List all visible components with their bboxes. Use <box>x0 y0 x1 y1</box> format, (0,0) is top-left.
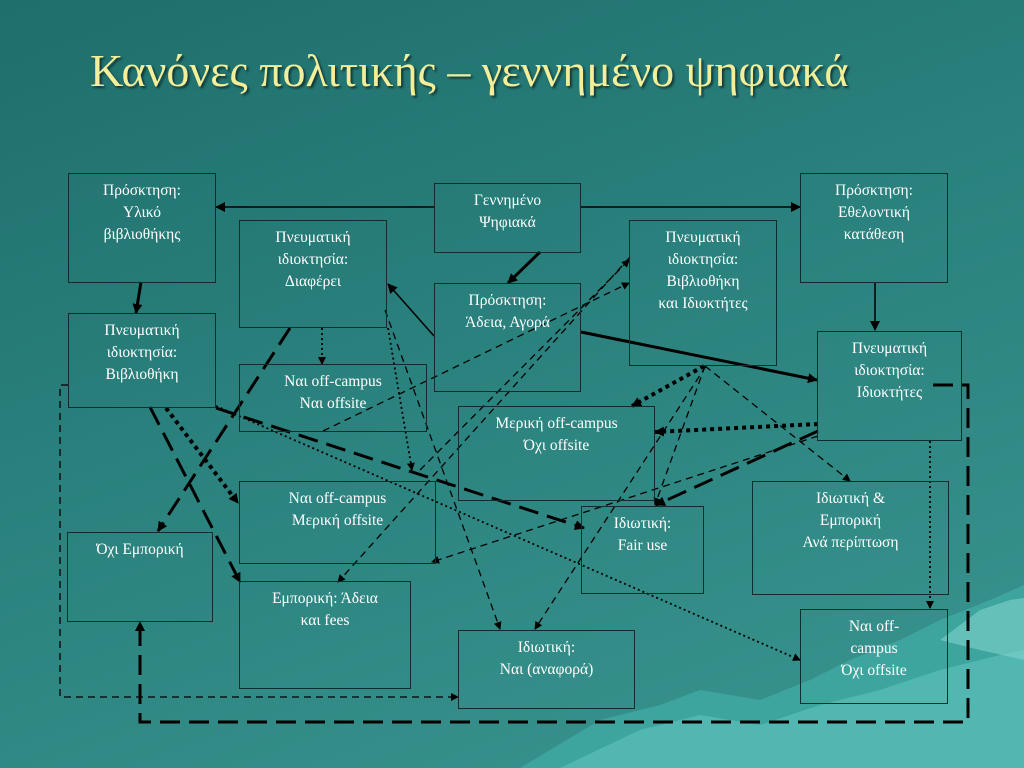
arrow-acq-library-to-ip-library <box>132 281 143 314</box>
arrow-ip-owners-to-private-fair <box>655 429 819 507</box>
node-ip-differs-text: Πνευματική ιδιοκτησία: Διαφέρει <box>275 229 351 290</box>
arrow-ip-library-to-yes-partial <box>164 406 240 505</box>
node-ip-library-owners-text: Πνευματική ιδιοκτησία: Βιβλιοθήκη και Ιδ… <box>658 229 748 312</box>
slide-title: Κανόνες πολιτικής – γεννημένο ψηφιακά <box>90 45 849 96</box>
node-partial-no-text: Μερική off-campus Όχι offsite <box>495 415 618 454</box>
node-born-digital: Γεννημένο Ψηφιακά <box>434 183 581 253</box>
node-partial-no: Μερική off-campus Όχι offsite <box>458 406 655 501</box>
arrow-acq-license-to-ip-owners <box>580 330 818 384</box>
node-yes-partial-text: Ναι off-campus Μερική offsite <box>288 490 387 529</box>
node-private-yes-text: Ιδιωτική: Ναι (αναφορά) <box>499 639 594 678</box>
heavy-dashed-arrows <box>135 327 970 724</box>
fine-dotted-arrows <box>215 327 934 661</box>
node-private-yes: Ιδιωτική: Ναι (αναφορά) <box>458 630 635 709</box>
arrow-yes-yes-to-ip-lib-owners <box>322 282 630 432</box>
thin-dashed-arrows <box>59 256 851 701</box>
node-acq-library: Πρόσκτηση: Υλικό βιβλιοθήκης <box>68 173 216 283</box>
node-ip-library: Πνευματική ιδιοκτησία: Βιβλιοθήκη <box>68 313 216 408</box>
node-private-fair-text: Ιδιωτική: Fair use <box>613 515 672 554</box>
arrow-ip-lib-owners-to-private-commercial <box>704 365 851 482</box>
node-non-commercial: Όχι Εμπορική <box>67 532 213 622</box>
node-yes-yes-text: Ναι off-campus Ναι offsite <box>284 373 382 412</box>
arrow-return-loop <box>135 383 970 724</box>
arrow-ip-lib-owners-to-commercial <box>337 256 631 583</box>
node-non-commercial-text: Όχι Εμπορική <box>96 541 184 558</box>
node-acq-library-text: Πρόσκτηση: Υλικό βιβλιοθήκης <box>103 182 181 243</box>
node-commercial-fees: Εμπορική: Άδεια και fees <box>239 581 411 689</box>
node-private-commercial-text: Ιδιωτική & Εμπορική Ανά περίπτωση <box>802 490 899 551</box>
node-yes-no: Ναι off- campus Όχι offsite <box>800 609 948 704</box>
arrow-ip-library-to-private-fair <box>215 406 585 530</box>
node-acq-license: Πρόσκτηση: Άδεια, Αγορά <box>434 283 581 392</box>
node-born-digital-text: Γεννημένο Ψηφιακά <box>473 192 542 231</box>
arrow-ip-library-to-commercial <box>148 406 242 583</box>
arrow-ip-differs-to-private-yes <box>384 309 502 630</box>
node-acq-voluntary-text: Πρόσκτηση: Εθελοντική κατάθεση <box>835 182 913 243</box>
arrow-ip-differs-to-non-commercial <box>156 327 292 532</box>
heavy-dotted-arrows <box>164 364 819 505</box>
arrow-ip-lib-owners-to-private-fair <box>653 365 706 506</box>
node-yes-partial: Ναι off-campus Μερική offsite <box>239 481 436 564</box>
arrow-acq-license-to-ip-lib-owners <box>419 259 630 471</box>
node-ip-library-text: Πνευματική ιδιοκτησία: Βιβλιοθήκη <box>104 322 180 383</box>
node-commercial-fees-text: Εμπορική: Άδεια και fees <box>272 590 378 629</box>
node-ip-library-owners: Πνευματική ιδιοκτησία: Βιβλιοθήκη και Ιδ… <box>629 220 777 366</box>
node-ip-owners: Πνευματική ιδιοκτησία: Ιδιοκτήτες <box>817 331 962 441</box>
node-private-commercial: Ιδιωτική & Εμπορική Ανά περίπτωση <box>752 481 949 595</box>
arrow-ip-lib-owners-to-partial-no <box>631 364 705 408</box>
arrow-born-to-acq-license <box>506 250 542 285</box>
node-ip-owners-text: Πνευματική ιδιοκτησία: Ιδιοκτήτες <box>851 340 928 401</box>
node-private-fair: Ιδιωτική: Fair use <box>581 506 704 594</box>
arrow-ip-owners-to-partial-no <box>654 422 819 437</box>
arrow-ip-library-to-yes-no <box>215 405 801 661</box>
solid-arrows <box>132 202 880 384</box>
arrow-ip-library-to-private-yes-loop <box>59 384 459 701</box>
arrow-acq-license-to-ip-differs <box>387 283 435 337</box>
node-acq-license-text: Πρόσκτηση: Άδεια, Αγορά <box>465 292 550 331</box>
arrow-ip-owners-to-yes-partial <box>431 435 819 564</box>
node-ip-differs: Πνευματική ιδιοκτησία: Διαφέρει <box>239 220 387 328</box>
node-yes-yes: Ναι off-campus Ναι offsite <box>239 364 427 432</box>
arrow-ip-differs-to-yes-partial <box>387 327 415 471</box>
arrow-ip-lib-owners-to-private-yes <box>534 365 707 630</box>
node-acq-voluntary: Πρόσκτηση: Εθελοντική κατάθεση <box>800 173 948 283</box>
node-yes-no-text: Ναι off- campus Όχι offsite <box>841 618 907 679</box>
